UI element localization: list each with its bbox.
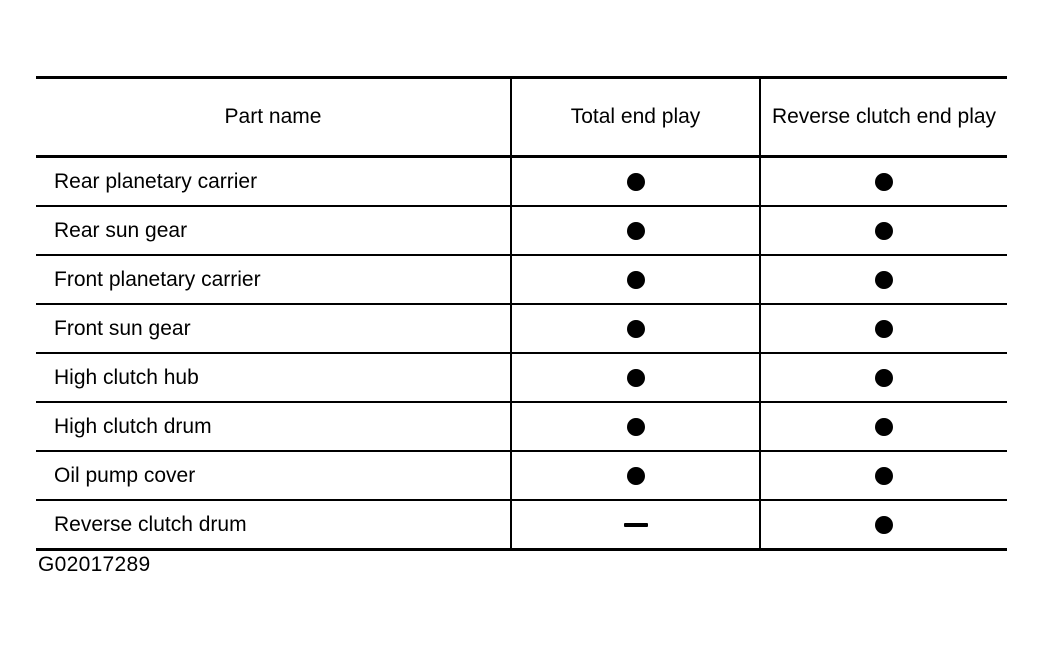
dot-mark-icon: [626, 319, 645, 338]
cell-rev: [760, 206, 1007, 256]
column-header-reverse-clutch-end-play: Reverse clutch end play: [760, 76, 1007, 158]
cell-total: [511, 206, 761, 256]
cell-total: [511, 451, 761, 501]
cell-part-name: High clutch hub: [36, 353, 512, 403]
column-header-total-end-play: Total end play: [511, 76, 761, 158]
table-row: Front sun gear: [36, 304, 1007, 354]
cell-rev: [760, 353, 1007, 403]
cell-rev: [760, 304, 1007, 354]
table-row: High clutch drum: [36, 402, 1007, 452]
cell-total: [511, 402, 761, 452]
cell-total: [511, 255, 761, 305]
cell-part-name: Front planetary carrier: [36, 255, 512, 305]
cell-part-name: Oil pump cover: [36, 451, 512, 501]
cell-part-name: Rear sun gear: [36, 206, 512, 256]
cell-total: [511, 500, 761, 551]
dot-mark-icon: [875, 515, 893, 534]
cell-total: [511, 304, 761, 354]
cell-part-name: Reverse clutch drum: [36, 500, 512, 551]
end-play-table: Part name Total end play Reverse clutch …: [36, 76, 1007, 551]
dot-mark-icon: [626, 466, 645, 485]
dot-mark-icon: [626, 270, 645, 289]
dot-mark-icon: [626, 417, 645, 436]
figure-caption: G02017289: [38, 553, 151, 576]
table-row: Oil pump cover: [36, 451, 1007, 501]
table-row: Front planetary carrier: [36, 255, 1007, 305]
dot-mark-icon: [626, 221, 645, 240]
table-header: Part name Total end play Reverse clutch …: [36, 76, 1007, 158]
dot-mark-icon: [875, 417, 893, 436]
cell-rev: [760, 500, 1007, 551]
cell-total: [511, 353, 761, 403]
dot-mark-icon: [626, 368, 645, 387]
dash-mark-icon: [623, 522, 648, 527]
cell-part-name: High clutch drum: [36, 402, 512, 452]
cell-total: [511, 156, 761, 207]
dot-mark-icon: [875, 319, 893, 338]
cell-rev: [760, 451, 1007, 501]
column-header-part-name: Part name: [36, 76, 512, 158]
dot-mark-icon: [875, 172, 893, 191]
dot-mark-icon: [875, 270, 893, 289]
table-row: Rear sun gear: [36, 206, 1007, 256]
cell-rev: [760, 402, 1007, 452]
cell-part-name: Front sun gear: [36, 304, 512, 354]
table-header-row: Part name Total end play Reverse clutch …: [36, 76, 1007, 158]
dot-mark-icon: [875, 368, 893, 387]
cell-part-name: Rear planetary carrier: [36, 156, 512, 207]
dot-mark-icon: [875, 221, 893, 240]
dot-mark-icon: [875, 466, 893, 485]
table-row: Rear planetary carrier: [36, 156, 1007, 207]
cell-rev: [760, 156, 1007, 207]
table-row: High clutch hub: [36, 353, 1007, 403]
dot-mark-icon: [626, 172, 645, 191]
cell-rev: [760, 255, 1007, 305]
table-row: Reverse clutch drum: [36, 500, 1007, 551]
